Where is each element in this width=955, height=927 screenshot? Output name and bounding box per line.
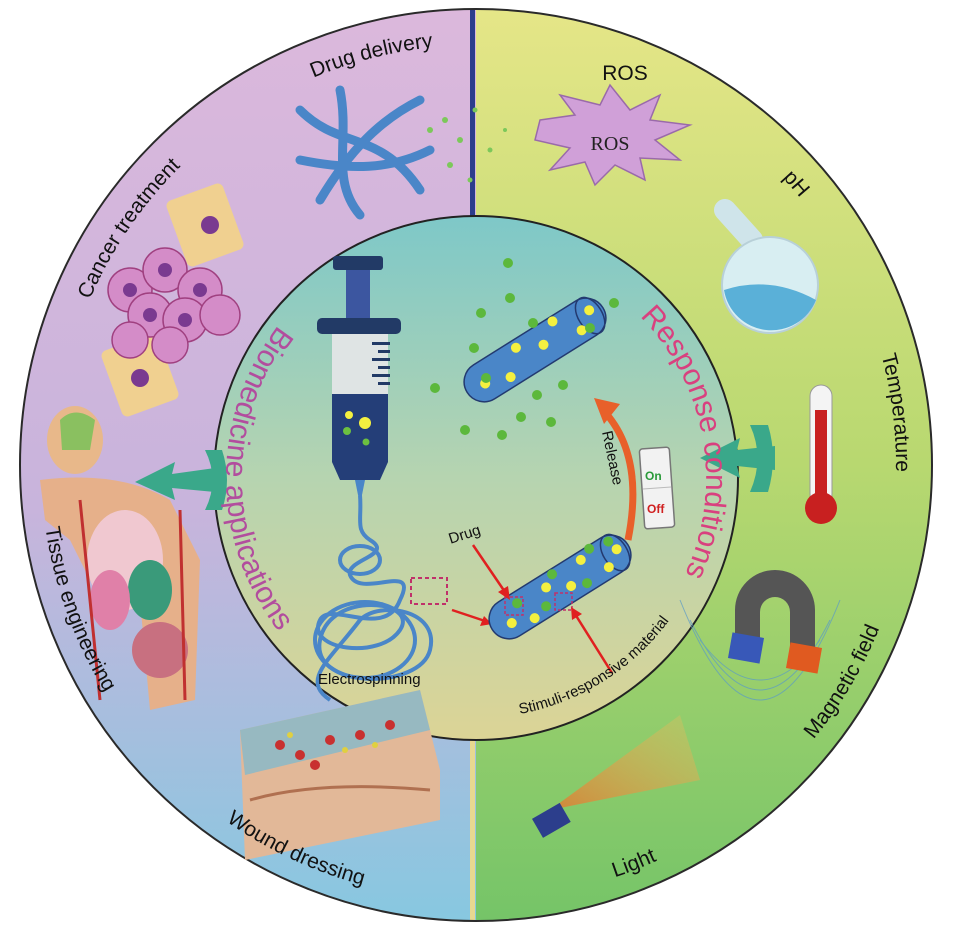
- switch-off-label: Off: [647, 502, 665, 516]
- syringe-icon: [317, 256, 401, 495]
- light-flashlight-icon: [532, 715, 700, 838]
- on-off-switch: [638, 446, 676, 530]
- wound-dressing-skin-icon: [240, 690, 440, 860]
- ros-blob-label: ROS: [591, 133, 630, 155]
- release-arrowhead-icon: [594, 398, 620, 424]
- cancer-cells-icon: [101, 183, 244, 417]
- drug-loaded-fiber-icon: [488, 533, 632, 640]
- drug-delivery-fibers-icon: [295, 85, 507, 220]
- zoom-arrow-icon: [451, 608, 489, 624]
- drug-arrowhead-icon: [498, 586, 510, 600]
- switch-on-label: On: [645, 469, 662, 483]
- material-arrow-icon: [573, 613, 614, 674]
- release-arrow-icon: [600, 407, 637, 541]
- magnet-icon: [679, 570, 841, 701]
- ph-flask-icon: [714, 199, 819, 334]
- released-fiber-icon: [430, 258, 619, 440]
- electrospun-fiber-coil-icon: [313, 494, 434, 702]
- left-arrow-icon: [135, 450, 227, 510]
- outer-circle-border: [19, 8, 933, 922]
- material-arrowhead-icon: [571, 607, 582, 620]
- ros-burst-icon: [534, 83, 693, 187]
- fiber-zoom-box: [410, 577, 448, 605]
- right-arrow-icon: [700, 425, 775, 492]
- label-ros: ROS: [602, 62, 648, 85]
- human-anatomy-icon: [40, 406, 200, 710]
- drug-arrow-icon: [471, 544, 507, 593]
- thermometer-icon: [805, 384, 837, 524]
- label-electrospinning: Electrospinning: [318, 671, 421, 688]
